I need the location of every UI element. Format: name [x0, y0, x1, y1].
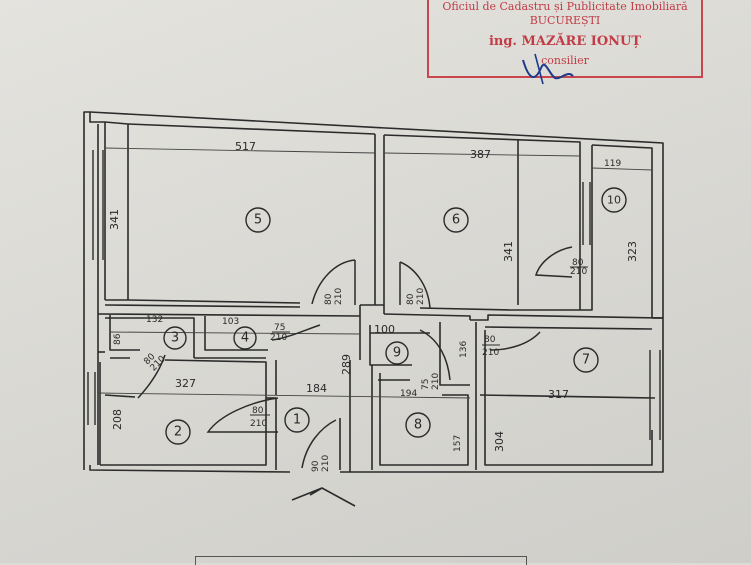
page-edge-frame — [195, 556, 527, 565]
dim-room7-height: 304 — [493, 431, 506, 452]
door-room6-width: 80 — [406, 293, 416, 305]
dim-room4-width: 103 — [222, 317, 239, 327]
room-label-10: 10 — [607, 194, 621, 207]
room-label-8: 8 — [414, 418, 422, 433]
dim-room10-width: 119 — [604, 159, 621, 169]
dim-room7-width: 317 — [548, 388, 569, 401]
door-room9-height: 210 — [431, 373, 441, 390]
dim-room5-height: 341 — [108, 209, 121, 230]
door-room2-height: 210 — [250, 419, 267, 429]
room-label-6: 6 — [452, 213, 460, 228]
door-room4-width: 75 — [274, 323, 285, 333]
dim-room6-height: 341 — [502, 241, 515, 262]
stamp-role-line: consilier — [541, 54, 589, 67]
dim-room9-height: 136 — [459, 341, 469, 358]
room-label-9: 9 — [393, 346, 401, 361]
outer-wall-top — [89, 111, 664, 318]
room-label-3: 3 — [171, 331, 179, 346]
stamp-city-line: BUCUREȘTI — [529, 14, 601, 27]
dim-room10-height: 323 — [626, 241, 639, 262]
door-room7-height: 210 — [482, 348, 499, 358]
room-label-4: 4 — [241, 331, 249, 346]
door-arc-entrance — [301, 419, 337, 469]
stamp-engineer-line: ing. MAZĂRE IONUȚ — [488, 34, 642, 49]
entrance-arrow-icon — [291, 487, 356, 507]
room-label-1: 1 — [293, 413, 301, 428]
room-circle-2 — [165, 419, 191, 445]
door-room9-width: 75 — [421, 379, 431, 390]
door-arc-room7 — [489, 331, 541, 351]
outer-wall-corner — [89, 112, 105, 123]
room-label-7: 7 — [582, 353, 590, 368]
room-circle-3 — [163, 326, 187, 350]
outer-wall-bottom — [89, 465, 291, 473]
dim-room3-height: 86 — [113, 333, 123, 345]
door-arc-room9 — [419, 329, 451, 381]
door-room10-width: 80 — [572, 258, 584, 268]
room-circle-5 — [245, 207, 271, 233]
room-circle-10 — [601, 187, 627, 213]
door-room2-width: 80 — [252, 406, 264, 416]
room-circle-6 — [443, 207, 469, 233]
room-circle-9 — [385, 341, 409, 365]
dim-room2-width: 327 — [175, 377, 196, 390]
dim-hall-height: 289 — [340, 354, 353, 375]
room-circle-8 — [405, 412, 431, 438]
door-arc-room5 — [311, 259, 356, 305]
door-arc-room3 — [137, 354, 166, 399]
door-room6-height: 210 — [416, 288, 426, 305]
cadastre-stamp: Oficiul de Cadastru și Publicitate Imobi… — [427, 0, 703, 78]
room-label-5: 5 — [254, 213, 262, 228]
dim-room8-height: 157 — [453, 435, 463, 452]
room-circle-4 — [233, 326, 257, 350]
dim-room2-height: 208 — [111, 409, 124, 430]
door-room4-height: 210 — [270, 333, 287, 343]
door-entrance-height: 210 — [321, 455, 331, 472]
signature-mark — [522, 53, 574, 85]
outer-wall-left-edge — [83, 111, 90, 470]
door-entrance-width: 90 — [311, 460, 321, 472]
door-arc-room4 — [271, 324, 321, 341]
door-room5-width: 80 — [324, 293, 334, 305]
dim-hall-width: 184 — [306, 382, 327, 395]
dim-room5-width: 517 — [235, 140, 256, 153]
stamp-office-line: Oficiul de Cadastru și Publicitate Imobi… — [442, 0, 688, 13]
door-arc-room10 — [535, 246, 573, 278]
room-circle-1 — [284, 407, 310, 433]
room-circle-7 — [573, 347, 599, 373]
door-room10-height: 210 — [570, 267, 587, 277]
door-arc-room6 — [399, 261, 431, 309]
dim-room8-width: 194 — [400, 389, 417, 399]
door-arc-room2 — [206, 397, 279, 433]
dim-room9-width: 100 — [374, 323, 395, 336]
door-room5-height: 210 — [334, 288, 344, 305]
dim-room3-width: 132 — [146, 315, 163, 325]
door-room7-width: 80 — [484, 335, 496, 345]
dim-room6-width: 387 — [470, 148, 491, 161]
room-label-2: 2 — [174, 425, 182, 440]
